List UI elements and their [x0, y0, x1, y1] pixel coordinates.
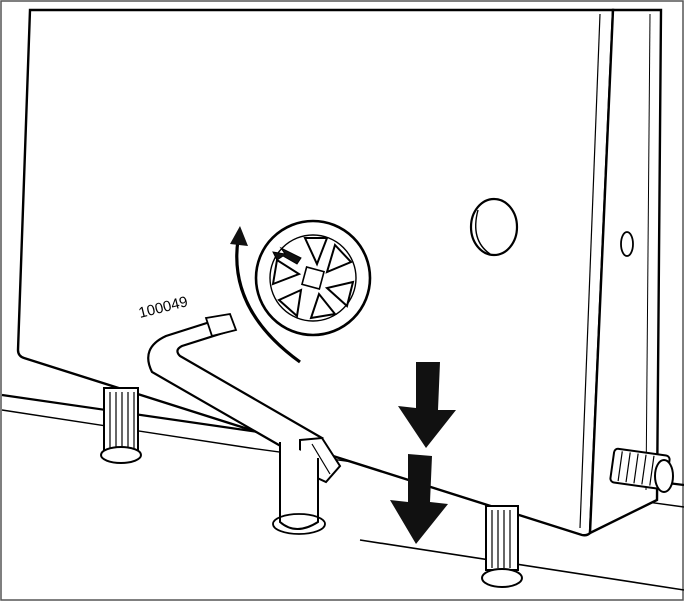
front-panel-hole [469, 197, 519, 257]
adjustment-direction-arrowhead [230, 226, 248, 246]
side-panel-hole [620, 231, 634, 257]
foot-side [609, 447, 674, 493]
foot-center [272, 442, 326, 535]
front-panel-hole-rim [475, 209, 491, 255]
adjustment-wheel [254, 219, 372, 337]
lower-arrow-icon-lower [390, 454, 448, 544]
wheel-arrow-icon [272, 246, 302, 265]
side-panel-inner-edge [645, 13, 651, 491]
floor-line-lower [359, 539, 684, 591]
appliance-side-panel [588, 8, 663, 535]
adjustment-direction-arrow-icon [235, 239, 301, 364]
side-panel-edge [579, 13, 601, 529]
foot-right [481, 505, 523, 588]
lower-arrow-icon-upper [398, 362, 456, 448]
foot-left [100, 387, 142, 464]
